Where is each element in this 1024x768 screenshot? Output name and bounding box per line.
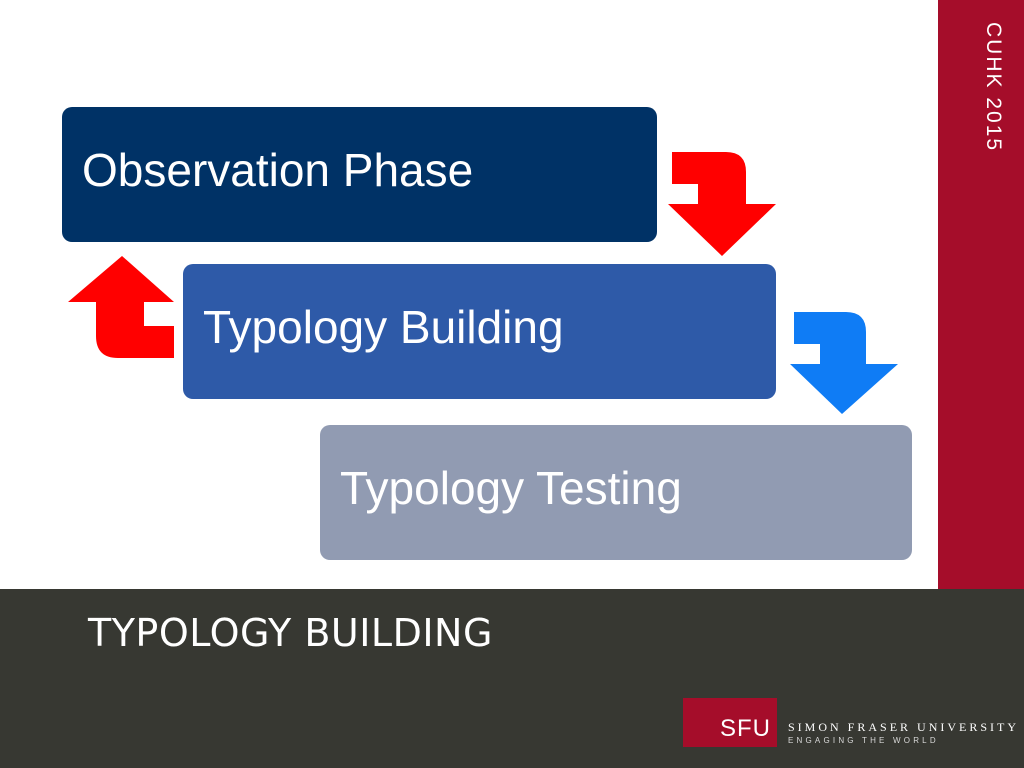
arrow-down-blue-icon [790, 312, 898, 414]
arrow-down-red-icon [668, 152, 776, 256]
university-name: SIMON FRASER UNIVERSITY [788, 720, 1020, 734]
sfu-logo-mark: SFU [720, 715, 771, 742]
side-accent-band [938, 0, 1024, 589]
arrow-shape [68, 256, 174, 358]
side-label: CUHK 2015 [982, 22, 1005, 153]
slide-title: TYPOLOGY BUILDING [88, 611, 493, 655]
step-observation-phase: Observation Phase [62, 107, 657, 242]
university-tagline: ENGAGING THE WORLD [788, 736, 939, 745]
step-typology-testing: Typology Testing [320, 425, 912, 560]
footer-bar [0, 589, 1024, 768]
step-label: Typology Testing [340, 461, 682, 514]
arrow-shape [790, 312, 898, 414]
sfu-logo: SFU [683, 698, 777, 747]
arrow-shape [668, 152, 776, 256]
step-typology-building: Typology Building [183, 264, 776, 399]
arrow-up-red-icon [68, 256, 174, 358]
step-label: Typology Building [203, 300, 564, 353]
step-label: Observation Phase [82, 143, 474, 196]
